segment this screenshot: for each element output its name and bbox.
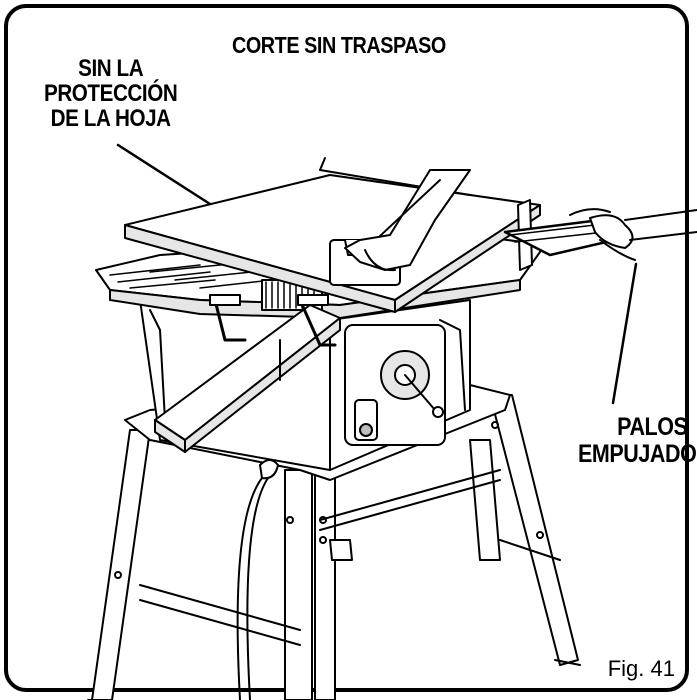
support-board: [154, 294, 341, 453]
figure-title: CORTE SIN TRASPASO: [232, 32, 446, 58]
push-stick-label: PALOS EMPUJADORA: [578, 414, 697, 468]
saw-housing: [124, 299, 511, 700]
guard-leader-line: [116, 143, 212, 206]
figure-number: Fig. 41: [607, 656, 675, 681]
push-label-line-2: EMPUJADORA: [578, 440, 697, 468]
push-leader-line: [611, 262, 638, 405]
saw-stand: [87, 394, 581, 700]
push-label-line-1: PALOS: [617, 413, 688, 441]
guard-label-line-2: PROTECCIÓN: [44, 80, 178, 108]
guard-label-line-1: SIN LA: [78, 55, 144, 82]
guard-label-line-3: DE LA HOJA: [50, 105, 171, 133]
left-hand: [329, 169, 471, 286]
push-stick: [503, 208, 697, 261]
guard-label: SIN LA PROTECCIÓN DE LA HOJA: [44, 55, 178, 133]
